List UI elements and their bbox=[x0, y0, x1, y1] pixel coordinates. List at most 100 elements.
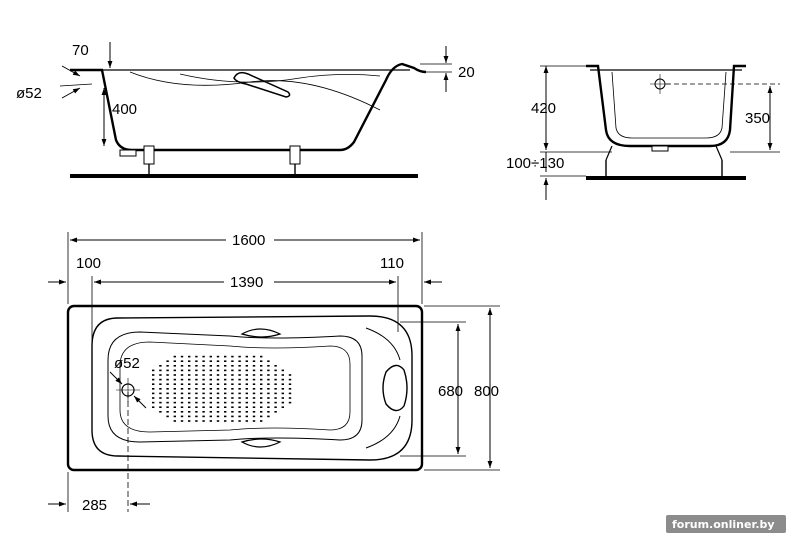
anti-slip-dot bbox=[159, 397, 162, 399]
dim-52-top-arrow-2 bbox=[133, 395, 147, 409]
anti-slip-dot bbox=[180, 365, 184, 367]
anti-slip-dot bbox=[267, 383, 270, 385]
anti-slip-dot bbox=[180, 374, 184, 376]
dim-680-label: 680 bbox=[438, 383, 463, 400]
anti-slip-dot bbox=[209, 392, 212, 395]
anti-slip-dot bbox=[173, 355, 176, 358]
anti-slip-dot bbox=[252, 383, 256, 385]
anti-slip-dot bbox=[260, 360, 263, 362]
anti-slip-dot bbox=[267, 415, 270, 418]
anti-slip-dot bbox=[238, 411, 241, 413]
dim-legs-label: 100÷130 bbox=[506, 155, 564, 172]
anti-slip-dot bbox=[245, 401, 248, 404]
anti-slip-dot bbox=[216, 397, 220, 399]
anti-slip-dot bbox=[173, 378, 176, 381]
anti-slip-dot bbox=[252, 411, 256, 413]
anti-slip-dot bbox=[209, 355, 212, 358]
anti-slip-dot bbox=[152, 378, 155, 381]
tub-end-leg-right bbox=[715, 145, 723, 176]
anti-slip-dot bbox=[216, 369, 220, 372]
anti-slip-dot bbox=[166, 388, 169, 390]
anti-slip-dot bbox=[267, 378, 270, 381]
anti-slip-dot bbox=[274, 365, 277, 367]
anti-slip-dot bbox=[188, 388, 191, 390]
anti-slip-dot bbox=[281, 401, 284, 404]
anti-slip-dot bbox=[288, 397, 292, 399]
anti-slip-dot bbox=[209, 369, 212, 372]
anti-slip-dot bbox=[202, 360, 205, 362]
anti-slip-dot bbox=[173, 420, 176, 422]
anti-slip-dot bbox=[252, 374, 256, 376]
floor-line bbox=[70, 174, 418, 178]
anti-slip-dot bbox=[195, 369, 198, 372]
anti-slip-dot bbox=[188, 415, 191, 418]
anti-slip-dot bbox=[224, 392, 227, 395]
anti-slip-dot bbox=[238, 383, 241, 385]
anti-slip-dot bbox=[166, 369, 169, 372]
tub-top-headrest bbox=[382, 364, 408, 412]
anti-slip-dot bbox=[180, 420, 184, 422]
anti-slip-dot bbox=[224, 383, 227, 385]
anti-slip-dot bbox=[224, 397, 227, 399]
anti-slip-dot bbox=[288, 392, 292, 395]
anti-slip-dot bbox=[281, 378, 284, 381]
anti-slip-dot bbox=[216, 383, 220, 385]
dim-52-top-label: ø52 bbox=[114, 355, 140, 372]
anti-slip-dot bbox=[224, 406, 227, 408]
anti-slip-dot bbox=[231, 369, 234, 372]
anti-slip-dot bbox=[238, 392, 241, 395]
end-floor-line bbox=[586, 176, 746, 180]
anti-slip-dot bbox=[202, 369, 205, 372]
anti-slip-dot bbox=[202, 397, 205, 399]
dim-110-label: 110 bbox=[380, 255, 404, 272]
anti-slip-dot bbox=[274, 401, 277, 404]
side-view: 70 ø52 400 20 bbox=[16, 42, 475, 178]
anti-slip-dot bbox=[281, 374, 284, 376]
anti-slip-dot bbox=[159, 365, 162, 367]
anti-slip-dot bbox=[252, 355, 256, 358]
anti-slip-dot bbox=[195, 365, 198, 367]
anti-slip-dot bbox=[231, 365, 234, 367]
anti-slip-dot bbox=[202, 383, 205, 385]
anti-slip-dot bbox=[238, 406, 241, 408]
anti-slip-dot bbox=[231, 360, 234, 362]
anti-slip-dot bbox=[274, 369, 277, 372]
anti-slip-dot bbox=[252, 406, 256, 408]
anti-slip-dot bbox=[252, 388, 256, 390]
anti-slip-dot bbox=[166, 365, 169, 367]
anti-slip-dot bbox=[180, 406, 184, 408]
anti-slip-dot bbox=[173, 365, 176, 367]
anti-slip-dot bbox=[224, 365, 227, 367]
tub-top-basin bbox=[91, 315, 413, 461]
anti-slip-dot bbox=[195, 420, 198, 422]
anti-slip-dot bbox=[195, 374, 198, 376]
anti-slip-dot bbox=[159, 374, 162, 376]
anti-slip-dot bbox=[267, 392, 270, 395]
anti-slip-dot bbox=[274, 383, 277, 385]
anti-slip-dot bbox=[238, 388, 241, 390]
anti-slip-dot bbox=[180, 411, 184, 413]
anti-slip-dot bbox=[245, 397, 248, 399]
anti-slip-dot bbox=[245, 388, 248, 390]
anti-slip-dot bbox=[252, 378, 256, 381]
tub-top-outer-rim bbox=[66, 304, 424, 472]
anti-slip-dot bbox=[224, 378, 227, 381]
anti-slip-dot bbox=[173, 369, 176, 372]
tub-top-headrest-side bbox=[365, 327, 401, 449]
anti-slip-dot bbox=[245, 420, 248, 422]
anti-slip-dot bbox=[252, 401, 256, 404]
anti-slip-dot bbox=[224, 420, 227, 422]
anti-slip-dot bbox=[166, 378, 169, 381]
anti-slip-dot bbox=[188, 420, 191, 422]
anti-slip-dot bbox=[267, 365, 270, 367]
anti-slip-dot bbox=[231, 378, 234, 381]
anti-slip-dot bbox=[166, 360, 169, 362]
anti-slip-dot bbox=[209, 406, 212, 408]
anti-slip-dot bbox=[216, 420, 220, 422]
anti-slip-dot-pattern bbox=[152, 355, 292, 422]
anti-slip-dot bbox=[152, 397, 155, 399]
tub-side-leg-right bbox=[289, 145, 301, 174]
anti-slip-dot bbox=[224, 355, 227, 358]
anti-slip-dot bbox=[173, 388, 176, 390]
anti-slip-dot bbox=[173, 397, 176, 399]
